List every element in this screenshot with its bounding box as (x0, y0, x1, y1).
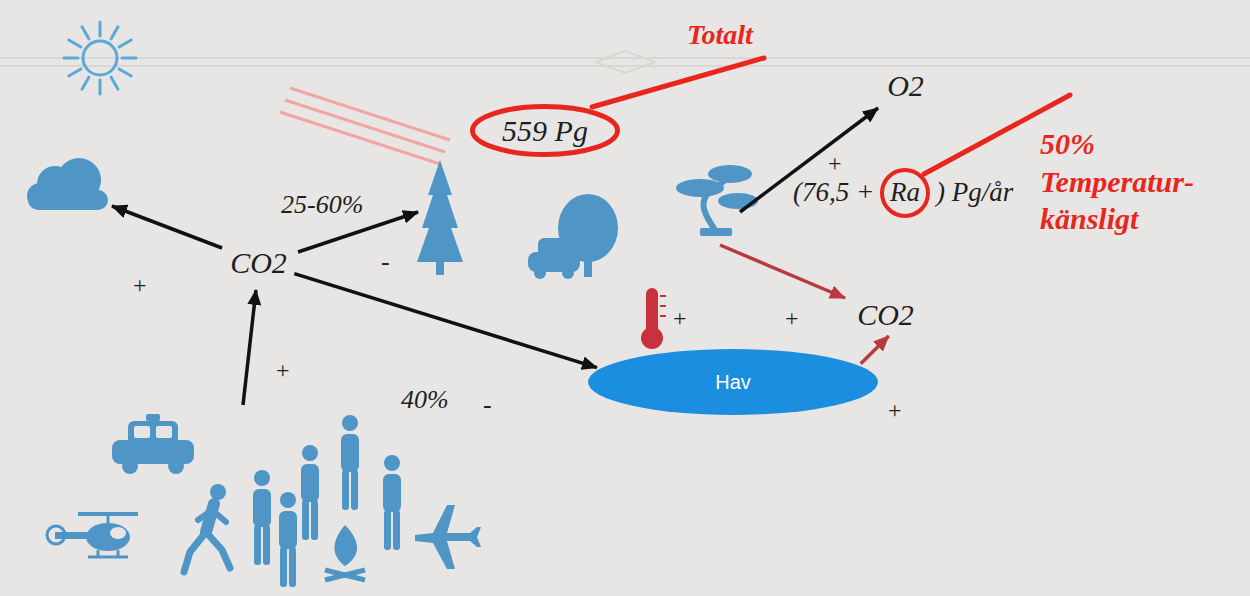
polarity-sign: + (276, 357, 290, 383)
node-text: CO2 (857, 298, 914, 331)
polarity-sign: + (785, 305, 799, 331)
callout-note: 50% Temperatur- känsligt (1040, 125, 1194, 238)
human-activity-icons (47, 414, 481, 587)
gas-node: CO2 (226, 244, 291, 281)
share-label: 25-60% (281, 191, 363, 220)
node-text: Hav (715, 371, 751, 393)
node-text: 559 Pg (502, 114, 588, 147)
circle-shape (882, 170, 928, 216)
polarity-sign: + (888, 397, 902, 423)
flux-unit: ) Pg/år (936, 178, 1013, 208)
circled-term: Ra (880, 168, 930, 218)
gas-node: CO2 (853, 296, 918, 333)
node-text: O2 (887, 69, 924, 102)
share-label: 40% (401, 386, 449, 415)
polarity-sign: - (381, 248, 390, 277)
node-text: CO2 (230, 246, 287, 279)
ring-shape (473, 107, 618, 155)
thermometer-icon (641, 288, 666, 349)
polarity-sign: - (483, 391, 492, 420)
flux-term: (76,5 + (793, 178, 874, 208)
sea-shape (588, 349, 878, 415)
gas-node: O2 (883, 67, 928, 104)
callout-title: Totalt (687, 20, 753, 51)
stock-ring: 559 Pg (470, 104, 620, 157)
polarity-sign: + (133, 272, 147, 298)
backdrop-band (0, 51, 1250, 73)
polarity-sign: + (673, 305, 687, 331)
polarity-sign: + (828, 150, 842, 176)
sun-rays (280, 88, 450, 164)
sun-icon (64, 22, 136, 94)
ocean-ellipse: Hav (588, 349, 878, 415)
flow-arrow (861, 336, 889, 364)
cloud-icon (27, 158, 108, 210)
tree-icons (417, 160, 758, 279)
flow-arrow (294, 274, 597, 368)
node-text: Ra (890, 178, 920, 208)
